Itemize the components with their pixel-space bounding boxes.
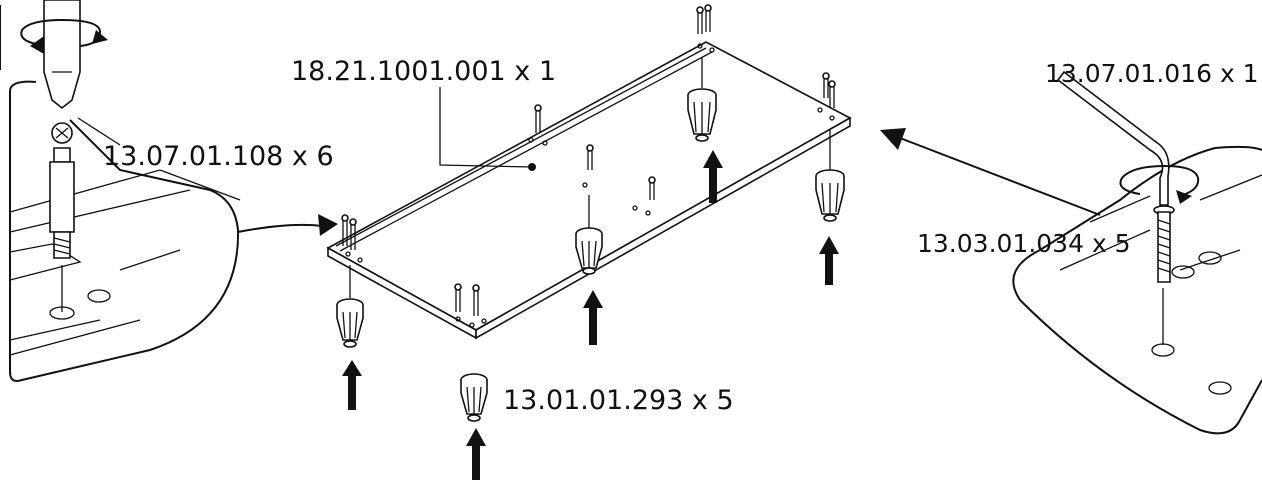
up-arrow-icon	[342, 150, 839, 480]
screw-part-label: 13.03.01.034 x 5	[917, 229, 1131, 258]
allen-key-part	[1056, 70, 1170, 206]
board-panel	[326, 41, 852, 340]
foot-part-label: 13.01.01.293 x 5	[503, 385, 734, 416]
board-cam-bolts	[341, 4, 836, 316]
foot-back-mid	[687, 58, 717, 142]
cam-bolt-part	[49, 122, 75, 259]
left-connector-arrow	[237, 214, 338, 236]
rotation-arrow-icon	[20, 18, 108, 54]
allen-key-part-label: 13.07.01.016 x 1	[1045, 59, 1259, 88]
left-detail-callout	[0, 0, 241, 382]
right-detail-callout	[1012, 70, 1262, 435]
board-part-label: 18.21.1001.001 x 1	[291, 56, 556, 87]
cam-bolt-part-label: 13.07.01.108 x 6	[103, 141, 334, 172]
foot-back-right	[815, 130, 845, 222]
foot-front-mid	[460, 373, 488, 422]
foot-front-left	[336, 265, 364, 348]
right-connector-arrow	[880, 128, 1101, 216]
rotation-arrow-icon	[1119, 164, 1200, 204]
foot-center	[575, 195, 603, 275]
screw-part	[1153, 205, 1175, 283]
